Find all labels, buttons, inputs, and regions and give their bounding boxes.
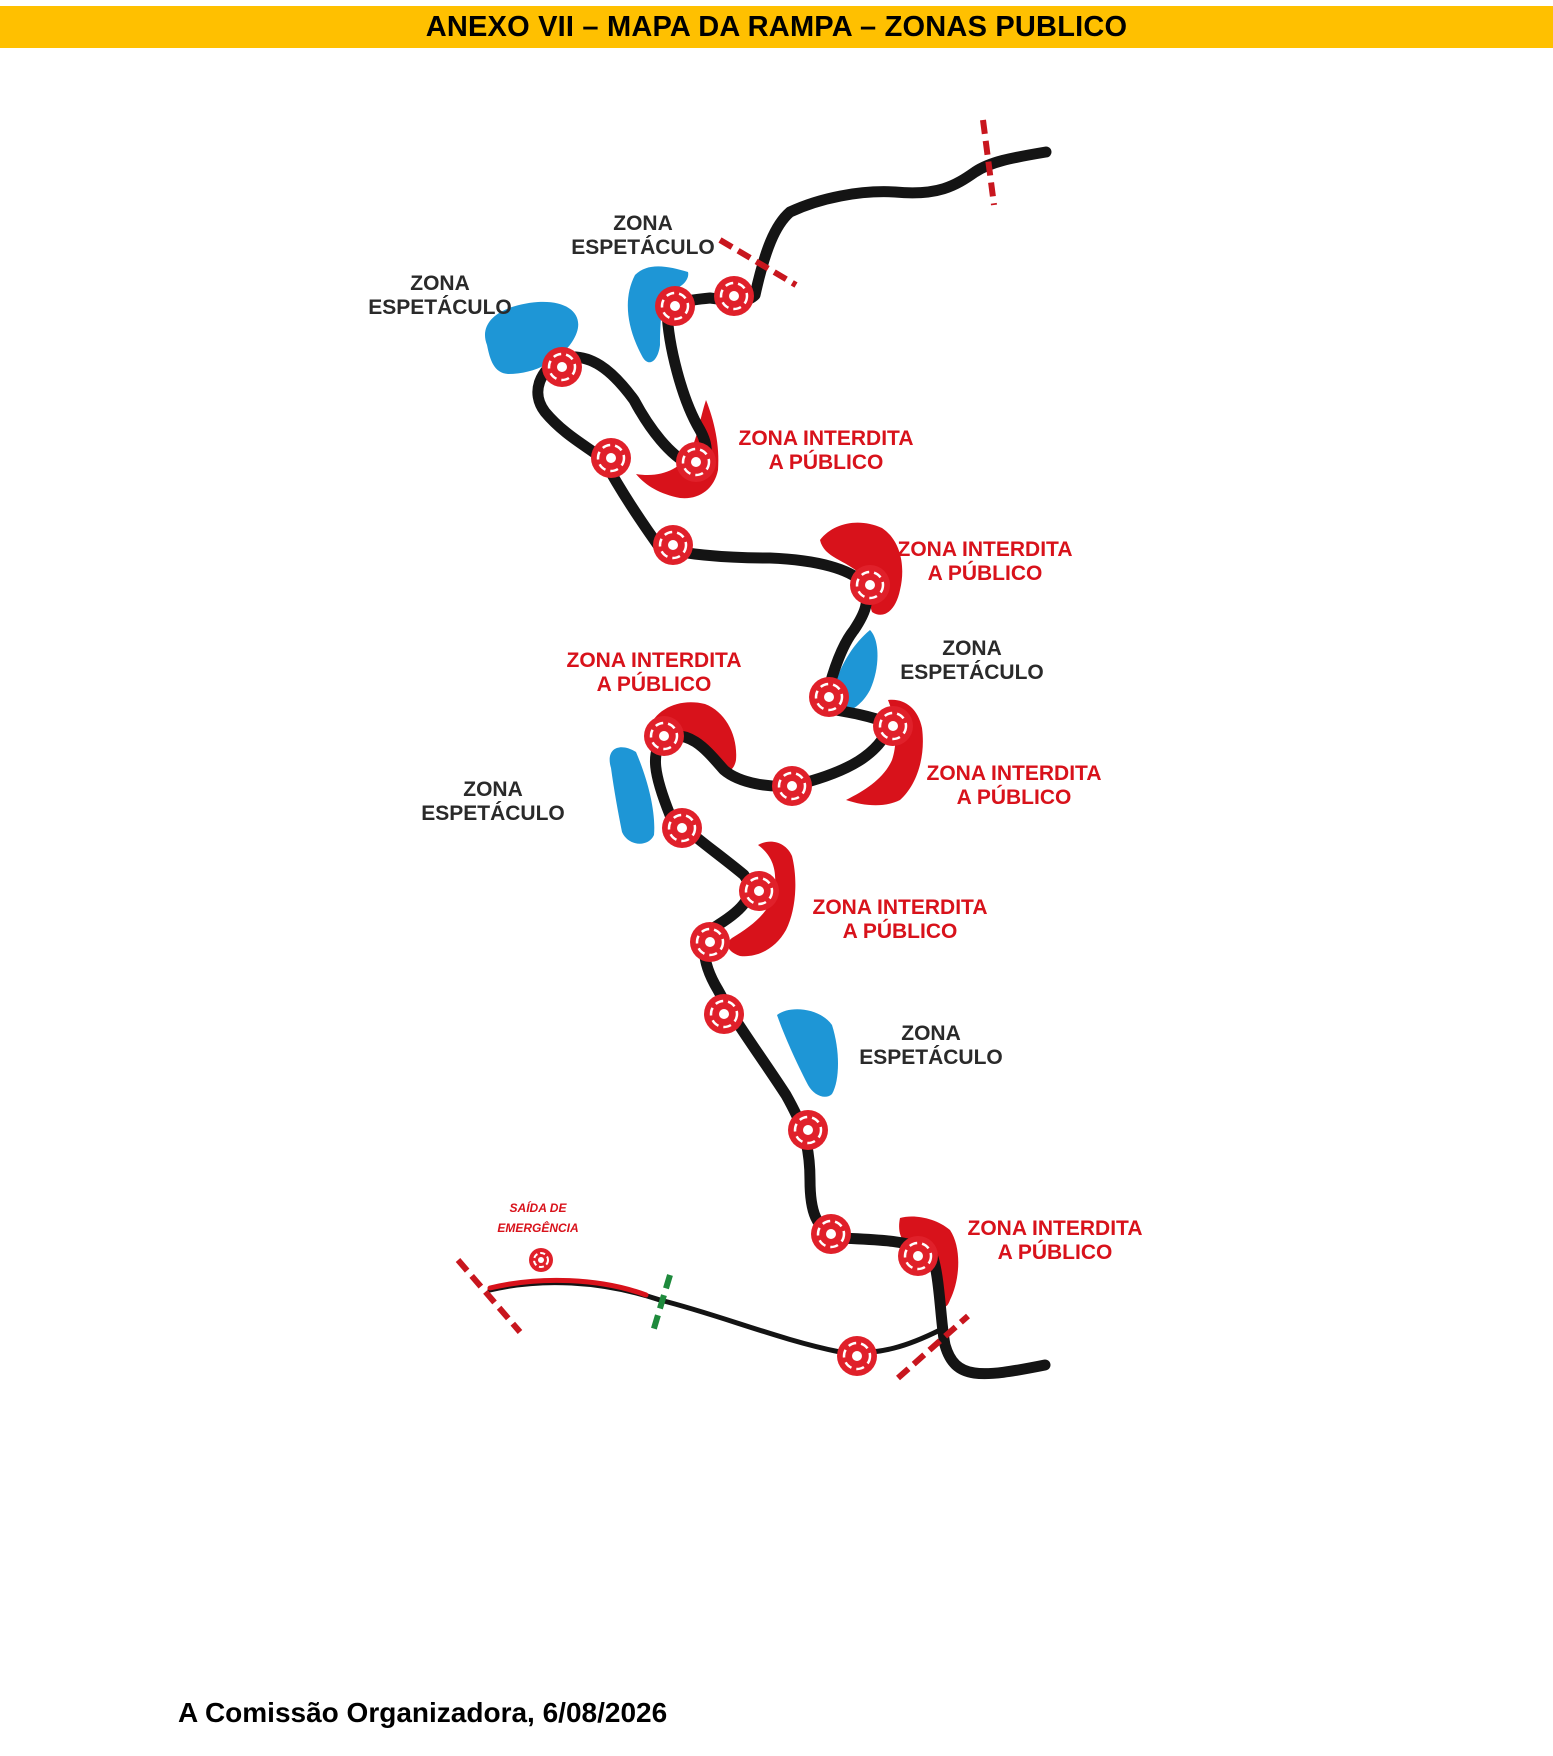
label-zona-espetaculo: ESPETÁCULO bbox=[859, 1046, 1003, 1069]
label-zona-espetaculo: ZONA bbox=[463, 778, 523, 801]
route-main-line bbox=[532, 146, 1052, 1380]
marker-icon bbox=[653, 525, 693, 565]
page-title: ANEXO VII – MAPA DA RAMPA – ZONAS PUBLIC… bbox=[425, 10, 1128, 43]
marker-icon bbox=[662, 808, 702, 848]
label-zona-interdita: ZONA INTERDITA bbox=[898, 538, 1073, 561]
marker-icon bbox=[704, 994, 744, 1034]
label-zona-interdita: ZONA INTERDITA bbox=[927, 762, 1102, 785]
marker-icon bbox=[788, 1110, 828, 1150]
label-zona-interdita: A PÚBLICO bbox=[843, 919, 958, 943]
marker-icon bbox=[850, 565, 890, 605]
label-zona-interdita: ZONA INTERDITA bbox=[739, 427, 914, 450]
barrier-top bbox=[718, 237, 798, 288]
emergency-exit-icon bbox=[529, 1248, 553, 1272]
label-zona-espetaculo: ESPETÁCULO bbox=[368, 296, 512, 319]
label-zona-interdita: A PÚBLICO bbox=[597, 672, 712, 696]
barrier-finish bbox=[896, 1313, 970, 1381]
marker-icon bbox=[837, 1336, 877, 1376]
emergency-exit-segment bbox=[487, 1277, 649, 1298]
label-zona-espetaculo: ZONA bbox=[901, 1022, 961, 1045]
marker-icon bbox=[591, 438, 631, 478]
label-zona-espetaculo: ZONA bbox=[942, 637, 1002, 660]
marker-icon bbox=[739, 871, 779, 911]
label-zona-espetaculo: ESPETÁCULO bbox=[900, 661, 1044, 684]
label-zona-interdita: A PÚBLICO bbox=[957, 785, 1072, 809]
label-zona-interdita: A PÚBLICO bbox=[769, 450, 884, 474]
label-zona-espetaculo: ZONA bbox=[410, 272, 470, 295]
restricted-zone-5 bbox=[727, 841, 796, 957]
signature-line: A Comissão Organizadora, 6/08/2026 bbox=[178, 1697, 668, 1728]
safety-markers bbox=[529, 276, 938, 1376]
barrier-green bbox=[649, 1274, 673, 1336]
label-zona-interdita: ZONA INTERDITA bbox=[567, 649, 742, 672]
label-zona-interdita: A PÚBLICO bbox=[928, 561, 1043, 585]
marker-icon bbox=[542, 347, 582, 387]
marker-icon bbox=[676, 442, 716, 482]
label-zona-interdita: ZONA INTERDITA bbox=[968, 1217, 1143, 1240]
map-labels: ZONA ESPETÁCULO ZONA ESPETÁCULO ZONA INT… bbox=[368, 212, 1142, 1264]
spectator-zone-4 bbox=[609, 747, 655, 844]
label-zona-espetaculo: ESPETÁCULO bbox=[421, 802, 565, 825]
marker-icon bbox=[772, 766, 812, 806]
marker-icon bbox=[898, 1236, 938, 1276]
title-banner: ANEXO VII – MAPA DA RAMPA – ZONAS PUBLIC… bbox=[0, 6, 1553, 48]
label-saida-emergencia: EMERGÊNCIA bbox=[497, 1220, 578, 1235]
label-zona-espetaculo: ZONA bbox=[613, 212, 673, 235]
barriers bbox=[455, 119, 997, 1381]
label-zona-espetaculo: ESPETÁCULO bbox=[571, 236, 715, 259]
marker-icon bbox=[655, 286, 695, 326]
spectator-zones bbox=[484, 266, 878, 1097]
barrier-start bbox=[980, 119, 997, 206]
label-zona-interdita: A PÚBLICO bbox=[998, 1240, 1113, 1264]
marker-icon bbox=[690, 922, 730, 962]
marker-icon bbox=[714, 276, 754, 316]
route-exit-line bbox=[487, 1280, 943, 1356]
label-saida-emergencia: SAÍDA DE bbox=[510, 1200, 568, 1215]
marker-icon bbox=[811, 1214, 851, 1254]
label-zona-interdita: ZONA INTERDITA bbox=[813, 896, 988, 919]
marker-icon bbox=[644, 716, 684, 756]
marker-icon bbox=[809, 677, 849, 717]
barrier-exit-left bbox=[455, 1258, 523, 1334]
spectator-zone-5 bbox=[777, 1009, 838, 1097]
marker-icon bbox=[873, 706, 913, 746]
